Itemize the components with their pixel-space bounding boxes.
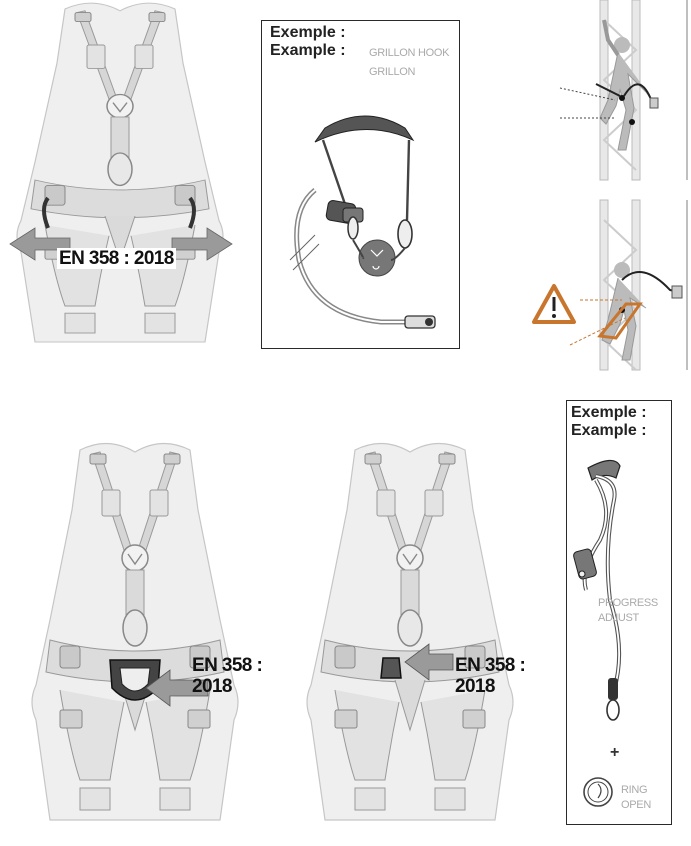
- product-progress-adjust-2: ADJUST: [598, 612, 639, 625]
- standard-label-bottom-left-1: EN 358 :: [192, 655, 262, 676]
- product-progress-adjust-1: PROGRESS: [598, 597, 658, 610]
- progress-adjust-illustration: [570, 450, 670, 740]
- plus-sign: +: [610, 744, 619, 762]
- product-ring-open-1: RING: [621, 784, 647, 797]
- warning-triangle-icon: [534, 286, 574, 322]
- product-ring-open-2: OPEN: [621, 799, 651, 812]
- harness-top-left: [0, 0, 240, 340]
- harness-bottom-middle: [295, 430, 535, 810]
- grillon-lanyard-illustration: [285, 100, 445, 340]
- connector-badge: [359, 240, 395, 276]
- tower-climber-correct: [560, 0, 690, 180]
- standard-label-bottom-middle-1: EN 358 :: [455, 655, 525, 676]
- standard-label-top: EN 358 : 2018: [57, 248, 176, 269]
- example-label-en-2: Example :: [571, 422, 647, 440]
- product-grillon: GRILLON: [369, 66, 415, 79]
- ventral-attachment: [381, 658, 401, 678]
- standard-label-bottom-left-2: 2018: [192, 676, 232, 697]
- tower-climber-warning: [530, 200, 690, 370]
- example-label-fr-2: Exemple :: [571, 404, 647, 422]
- standard-label-bottom-middle-2: 2018: [455, 676, 495, 697]
- example-label-en: Example :: [270, 42, 346, 60]
- harness-bottom-left: [20, 430, 260, 810]
- ring-icon: [580, 772, 620, 812]
- example-label-fr: Exemple :: [270, 24, 346, 42]
- product-grillon-hook: GRILLON HOOK: [369, 47, 449, 60]
